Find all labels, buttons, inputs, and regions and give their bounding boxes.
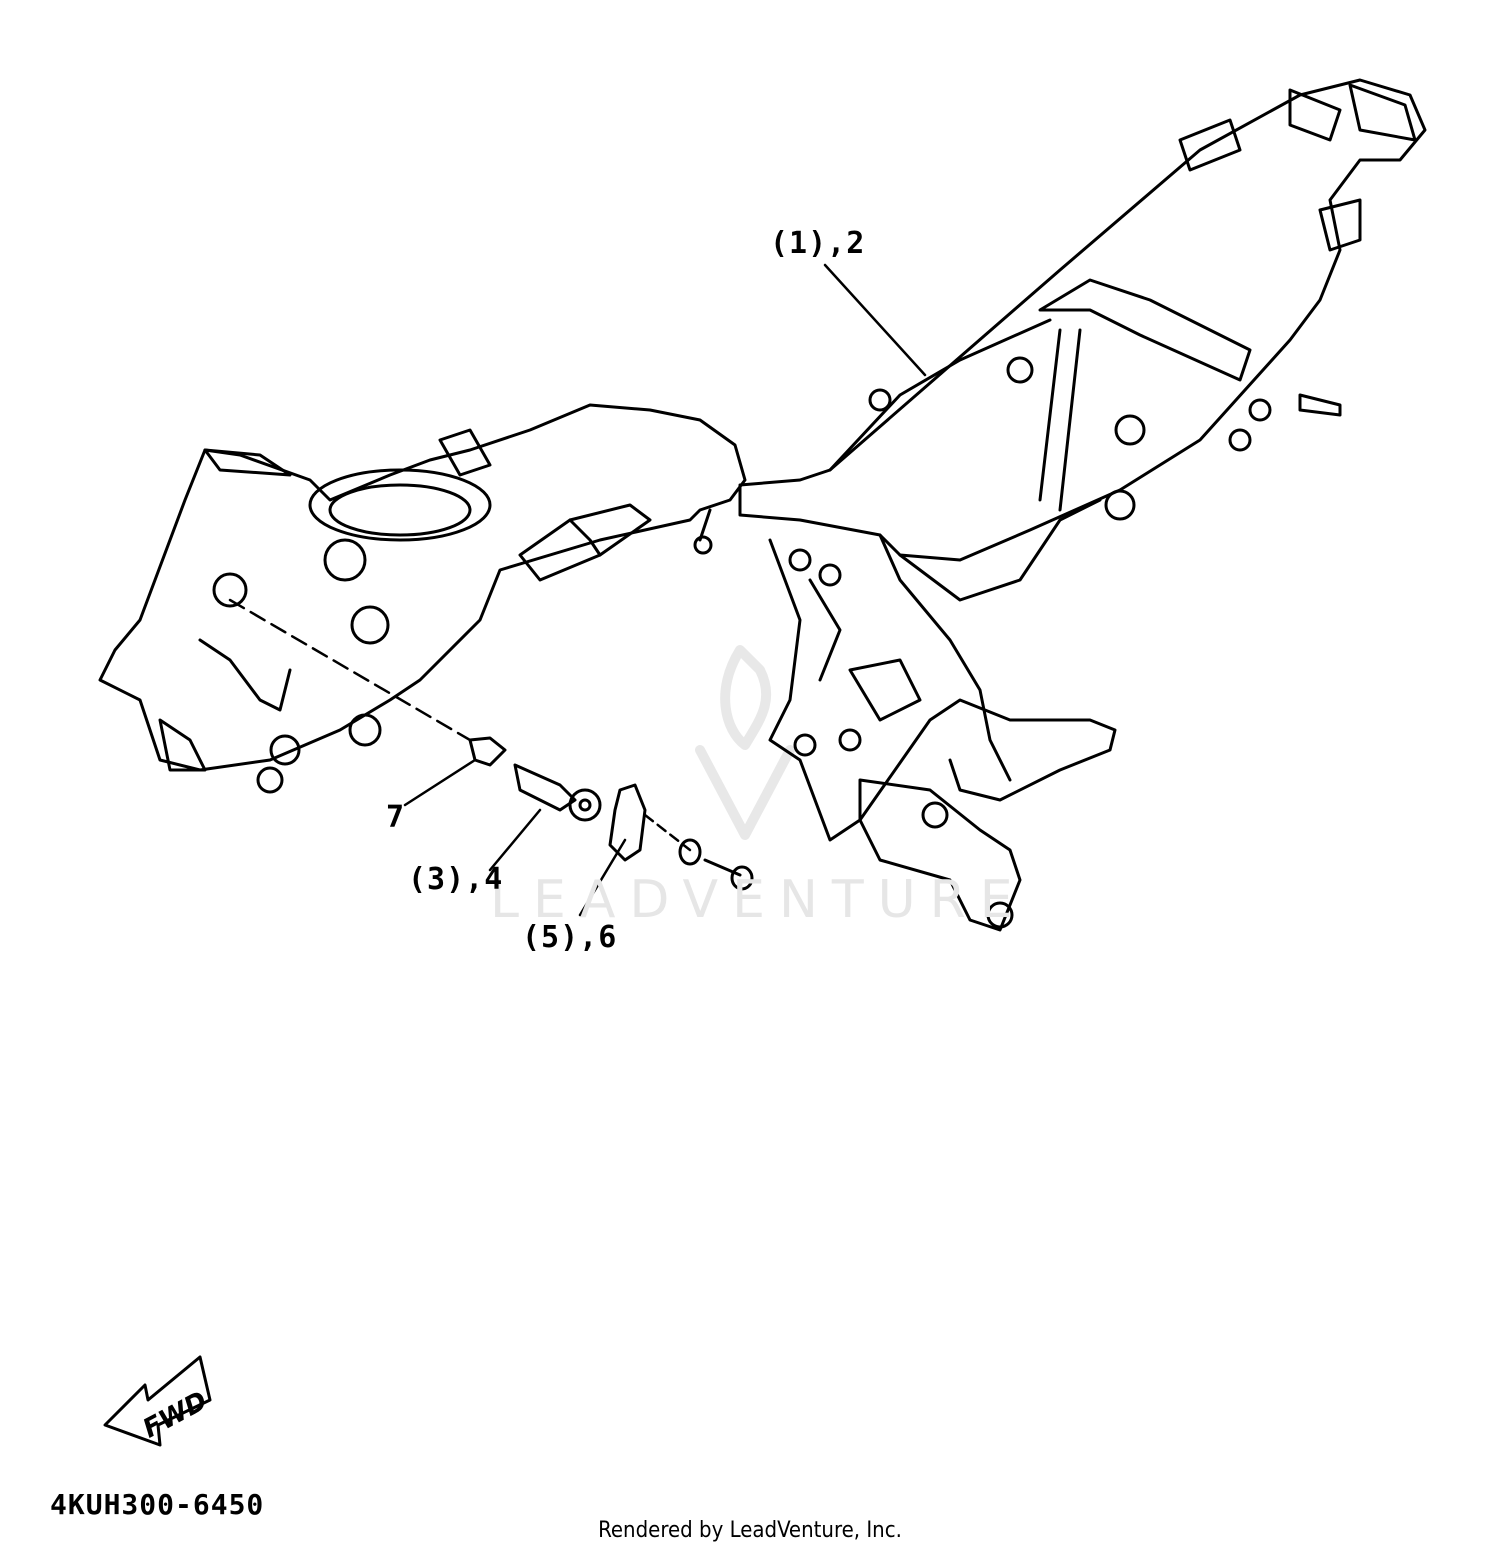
swing-arm [98, 403, 747, 794]
watermark-logo [695, 645, 795, 840]
callout-5-6: (5),6 [522, 920, 618, 955]
leader-lines [228, 263, 927, 917]
watermark-text: LEADVENTURE [490, 870, 1027, 930]
callout-3-4: (3),4 [408, 862, 504, 897]
callout-1-2: (1),2 [770, 226, 866, 261]
render-credit: Rendered by LeadVenture, Inc. [598, 1518, 902, 1543]
main-frame [738, 78, 1427, 782]
fwd-arrow-icon [103, 1355, 212, 1447]
callout-7: 7 [386, 800, 406, 835]
fwd-label: FWD [138, 1386, 212, 1444]
small-parts [468, 736, 754, 891]
lower-frame [768, 538, 1117, 932]
part-code: 4KUH300-6450 [50, 1488, 265, 1521]
